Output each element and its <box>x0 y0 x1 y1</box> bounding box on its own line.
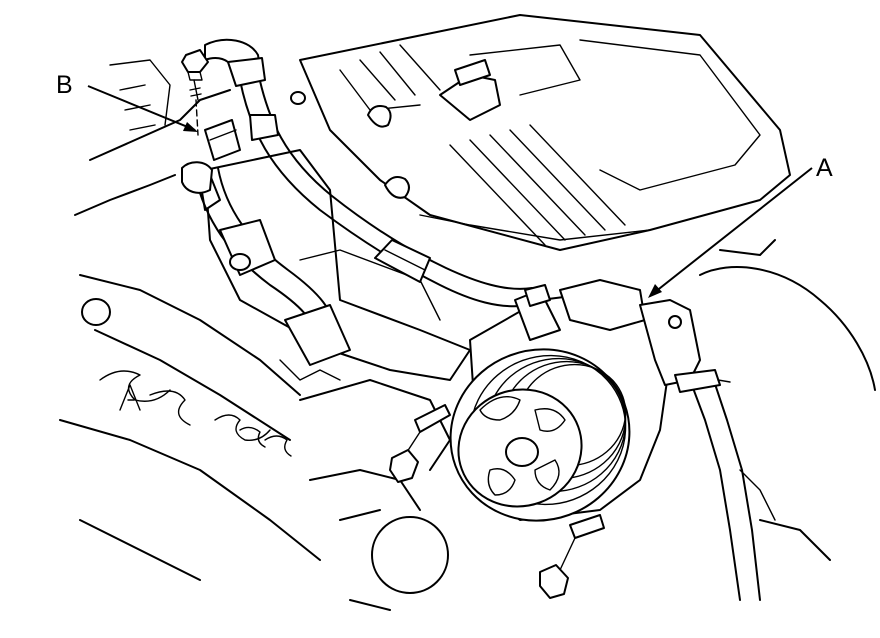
leader-arrow-a <box>648 284 662 298</box>
engine-block-left <box>59 59 321 581</box>
leader-arrow-b <box>183 122 198 132</box>
pressure-hose <box>181 119 351 366</box>
callout-a: A <box>816 154 833 182</box>
callout-b: B <box>56 71 73 99</box>
mounting-bolt-left <box>389 404 451 483</box>
lower-housing <box>279 339 451 611</box>
leader-line-a <box>649 167 813 297</box>
engine-cover <box>290 14 791 251</box>
mounting-bolt-right <box>539 514 605 599</box>
pressure-line-right <box>674 369 761 601</box>
power-steering-pump <box>449 279 701 522</box>
leader-line-b <box>87 85 196 131</box>
bolt-b <box>181 49 209 136</box>
return-hose <box>204 38 533 308</box>
right-side-frame <box>699 239 876 561</box>
